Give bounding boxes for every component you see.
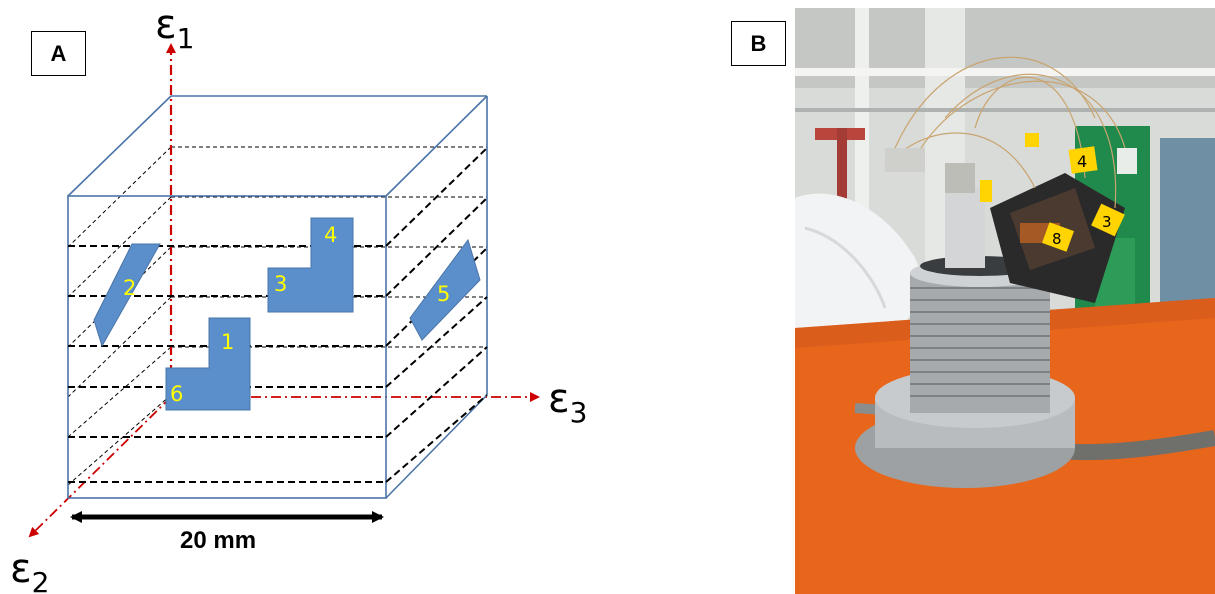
gauge-5 bbox=[409, 238, 481, 341]
gauge-rosette-3-4 bbox=[267, 217, 354, 313]
gauge-labels: 1 2 3 4 5 6 bbox=[123, 223, 450, 406]
gauges bbox=[93, 217, 481, 411]
gauge-label-4: 4 bbox=[324, 223, 337, 247]
gauge-tags: 4 8 3 bbox=[980, 133, 1125, 252]
gauge-label-5: 5 bbox=[437, 282, 450, 306]
gauge-label-1: 1 bbox=[221, 330, 234, 354]
panel-a-label: A bbox=[31, 31, 86, 76]
photo-tag-8: 8 bbox=[1052, 230, 1062, 248]
threaded-cylinder bbox=[910, 273, 1050, 413]
gauge-label-3: 3 bbox=[274, 272, 287, 296]
photo-tag-3: 3 bbox=[1102, 213, 1112, 231]
panel-b-label: B bbox=[731, 21, 786, 66]
photo-tag-4: 4 bbox=[1077, 152, 1087, 171]
photo-illustration: 4 8 3 bbox=[795, 8, 1215, 594]
gauge-2 bbox=[93, 243, 161, 348]
axis-label-e1: ε1 bbox=[155, 2, 194, 55]
plastic-bag bbox=[795, 193, 922, 351]
axis-label-e3: ε3 bbox=[548, 376, 587, 429]
gauge-rosette-1-6 bbox=[165, 317, 251, 411]
gauge-label-6: 6 bbox=[170, 382, 183, 406]
cube-strain-diagram: 1 2 3 4 5 6 ε1 ε3 ε2 20 mm bbox=[10, 2, 587, 594]
axis-label-e2: ε2 bbox=[10, 546, 49, 594]
axis-e2 bbox=[28, 396, 172, 538]
gauge-label-2: 2 bbox=[123, 276, 136, 300]
dimension-label: 20 mm bbox=[180, 527, 256, 554]
specimen-photo: 4 8 3 bbox=[795, 8, 1215, 594]
